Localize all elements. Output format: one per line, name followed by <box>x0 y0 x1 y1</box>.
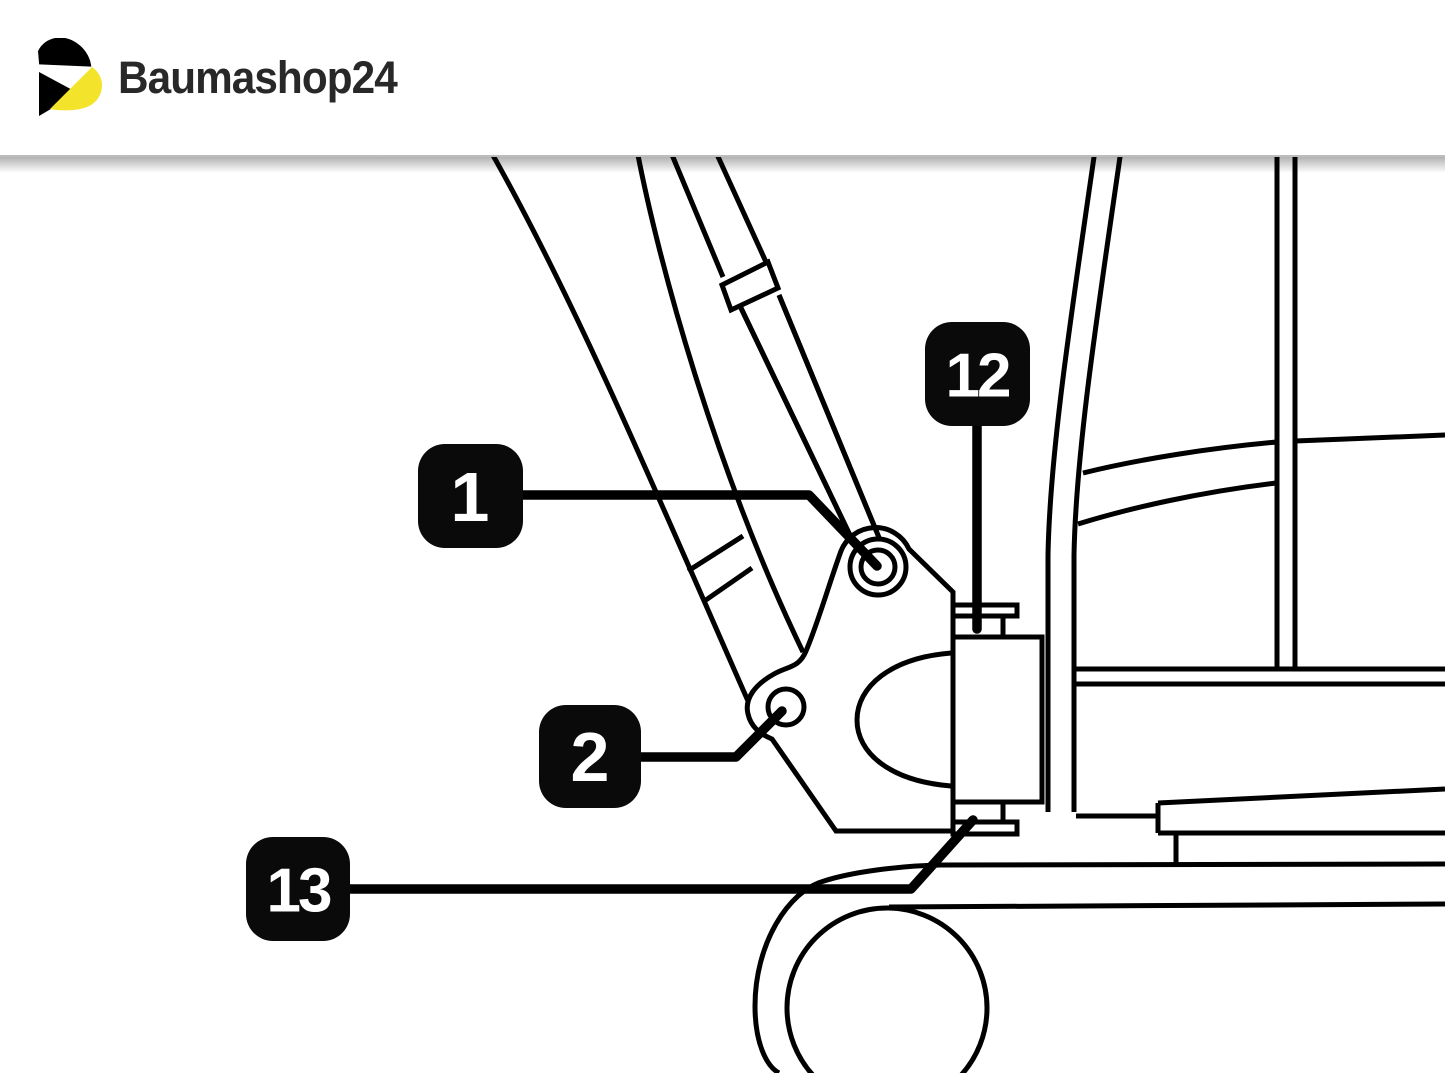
boom-arm <box>487 148 806 703</box>
bottom-step <box>950 799 1006 825</box>
callout-12[interactable]: 12 <box>925 322 1030 634</box>
brand-name-suffix: 24 <box>351 52 398 103</box>
callout-1-number: 1 <box>451 458 490 536</box>
cylinder-collar <box>718 258 782 314</box>
callout-13-number: 13 <box>267 856 331 925</box>
track-undercarriage <box>752 861 1445 1073</box>
logo-triangle-shape <box>39 72 78 116</box>
logo-yellow-shape <box>50 67 102 111</box>
callout-1-pointer <box>518 490 882 571</box>
callout-2[interactable]: 2 <box>539 705 787 808</box>
cylinder-rod-over <box>776 294 883 541</box>
callout-2-pointer <box>634 706 787 762</box>
quick-coupler-plate <box>744 525 956 834</box>
callout-12-box[interactable] <box>925 322 1030 426</box>
locking-cam <box>854 650 952 789</box>
cab-window-sill <box>1077 439 1278 527</box>
callout-1-box[interactable] <box>418 444 523 548</box>
track-frame-line <box>888 901 1445 910</box>
adapter-body <box>950 634 1045 805</box>
callout-13[interactable]: 13 <box>246 815 978 941</box>
logo-wing-shape <box>38 38 92 67</box>
cab-front-pillar <box>1045 149 1124 812</box>
callout-2-box[interactable] <box>539 705 641 808</box>
coupler-adapter <box>950 602 1045 837</box>
cylinder-rod-over <box>738 306 861 554</box>
brand-logo[interactable]: Baumashop24 <box>38 38 415 117</box>
callout-12-number: 12 <box>946 341 1009 410</box>
header: Baumashop24 <box>0 0 1445 157</box>
callout-13-pointer <box>344 815 978 894</box>
idler-wheel <box>784 905 990 1073</box>
machine-deck <box>1075 666 1445 819</box>
side-step <box>1155 786 1445 866</box>
brand-name-main: Baumashop <box>118 52 353 103</box>
boom-break-line <box>686 533 745 574</box>
roof-edge-line <box>1294 432 1445 444</box>
callout-13-box[interactable] <box>246 837 350 941</box>
track-outline <box>752 861 1445 1073</box>
cab-window-frame <box>1274 150 1445 670</box>
callout-1[interactable]: 1 <box>418 444 882 571</box>
boom-break-line <box>701 565 754 605</box>
callout-2-number: 2 <box>571 718 610 796</box>
baumashop-logo-icon <box>38 38 102 116</box>
brand-name: Baumashop24 <box>118 52 398 103</box>
